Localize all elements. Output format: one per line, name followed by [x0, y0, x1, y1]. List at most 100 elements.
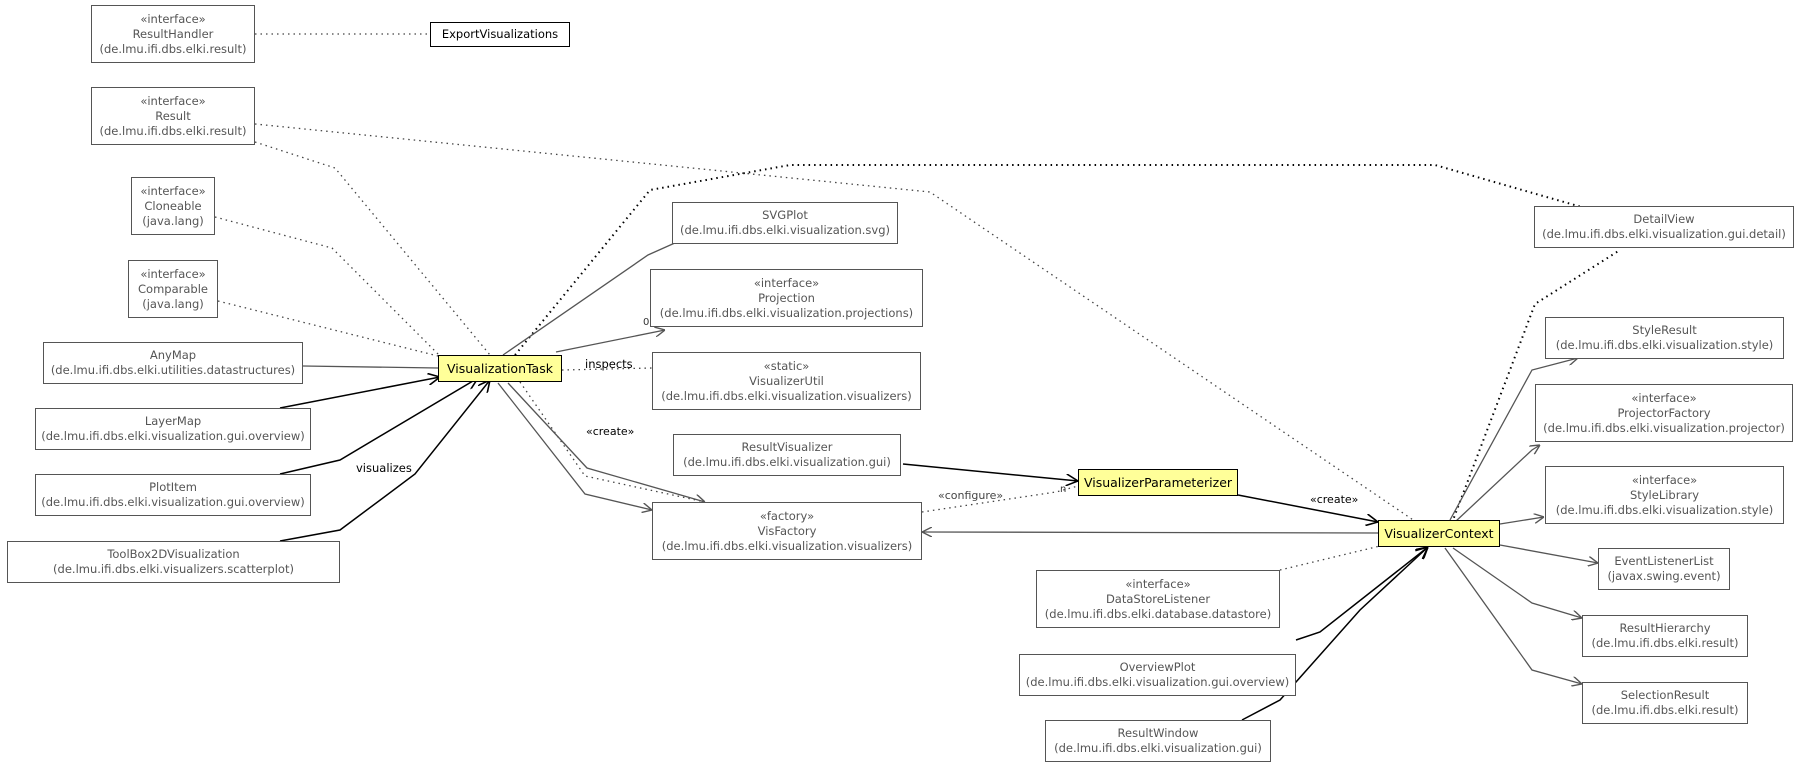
- edge-context-projectorfactory: [1454, 445, 1540, 523]
- class-name: DetailView: [1633, 212, 1695, 226]
- class-projection[interactable]: «interface» Projection (de.lmu.ifi.dbs.e…: [650, 269, 923, 327]
- class-resulthandler[interactable]: «interface» ResultHandler (de.lmu.ifi.db…: [91, 5, 255, 63]
- edge-datastore-context: [1279, 545, 1381, 571]
- class-overviewplot[interactable]: OverviewPlot (de.lmu.ifi.dbs.elki.visual…: [1019, 654, 1296, 696]
- package: (de.lmu.ifi.dbs.elki.visualizers.scatter…: [53, 562, 294, 576]
- package: (de.lmu.ifi.dbs.elki.visualization.gui): [683, 455, 891, 469]
- package: (de.lmu.ifi.dbs.elki.visualization.svg): [679, 223, 891, 237]
- class-name: DataStoreListener: [1105, 591, 1211, 606]
- class-name: VisFactory: [757, 523, 817, 538]
- class-detailview[interactable]: DetailView (de.lmu.ifi.dbs.elki.visualiz…: [1534, 206, 1794, 248]
- class-name: Projection: [758, 290, 815, 305]
- package: (de.lmu.ifi.dbs.elki.result): [99, 123, 247, 138]
- class-name: Result: [155, 108, 191, 123]
- class-plotitem[interactable]: PlotItem (de.lmu.ifi.dbs.elki.visualizat…: [35, 474, 311, 516]
- stereotype: «interface»: [753, 275, 820, 290]
- class-datastorelistener[interactable]: «interface» DataStoreListener (de.lmu.if…: [1036, 570, 1280, 628]
- stereotype: «factory»: [759, 508, 815, 523]
- class-name: VisualizationTask: [447, 361, 553, 376]
- edge-result-task: [254, 141, 491, 356]
- edge-task-projection: [555, 330, 665, 353]
- multiplicity-param: n: [1060, 484, 1067, 495]
- edge-context-resulthierarchy: [1452, 547, 1582, 618]
- package: (de.lmu.ifi.dbs.elki.result): [1591, 636, 1739, 650]
- class-visualizercontext[interactable]: VisualizerContext: [1378, 520, 1500, 547]
- class-resultwindow[interactable]: ResultWindow (de.lmu.ifi.dbs.elki.visual…: [1045, 720, 1271, 762]
- class-visfactory[interactable]: «factory» VisFactory (de.lmu.ifi.dbs.elk…: [652, 502, 922, 560]
- package: (de.lmu.ifi.dbs.elki.visualization.visua…: [661, 538, 913, 553]
- package: (de.lmu.ifi.dbs.elki.visualization.proje…: [659, 305, 914, 320]
- edge-layermap-task: [279, 377, 440, 409]
- class-layermap[interactable]: LayerMap (de.lmu.ifi.dbs.elki.visualizat…: [35, 408, 311, 450]
- class-visualizerparameterizer[interactable]: VisualizerParameterizer: [1078, 469, 1238, 496]
- class-name: SVGPlot: [762, 208, 808, 222]
- label-visualizes: visualizes: [356, 461, 412, 475]
- class-name: EventListenerList: [1614, 554, 1714, 568]
- class-name: ToolBox2DVisualization: [107, 547, 240, 561]
- class-name: ProjectorFactory: [1617, 405, 1711, 420]
- label-create-task: «create»: [586, 425, 635, 438]
- class-name: StyleResult: [1632, 323, 1697, 337]
- class-name: VisualizerContext: [1384, 526, 1494, 541]
- class-name: AnyMap: [149, 348, 197, 362]
- edge-plotitem-task: [279, 378, 478, 475]
- class-name: LayerMap: [144, 414, 202, 428]
- class-name: PlotItem: [149, 480, 197, 494]
- package: (de.lmu.ifi.dbs.elki.visualization.style…: [1555, 502, 1774, 517]
- class-name: ResultHierarchy: [1619, 621, 1711, 635]
- edge-task-visualizerutil: [561, 367, 653, 371]
- label-inspects: inspects: [585, 357, 633, 371]
- edge-cloneable-task: [214, 216, 441, 357]
- package: (de.lmu.ifi.dbs.elki.result): [1591, 703, 1739, 717]
- class-name: VisualizerParameterizer: [1083, 475, 1233, 490]
- class-name: Comparable: [138, 281, 208, 296]
- edge-overview-context: [1295, 547, 1428, 641]
- package: (de.lmu.ifi.dbs.elki.visualization.proje…: [1543, 420, 1785, 435]
- stereotype: «interface»: [1631, 390, 1697, 405]
- stereotype: «interface»: [140, 11, 206, 26]
- package: (de.lmu.ifi.dbs.elki.visualization.gui.d…: [1542, 227, 1786, 241]
- package: (de.lmu.ifi.dbs.elki.visualization.gui.o…: [41, 429, 305, 443]
- class-name: ExportVisualizations: [441, 27, 559, 41]
- package: (de.lmu.ifi.dbs.elki.utilities.datastruc…: [50, 363, 296, 377]
- edge-configure: [921, 485, 1079, 513]
- class-resulthierarchy[interactable]: ResultHierarchy (de.lmu.ifi.dbs.elki.res…: [1582, 615, 1748, 657]
- class-result[interactable]: «interface» Result (de.lmu.ifi.dbs.elki.…: [91, 87, 255, 145]
- class-exportvisualizations[interactable]: ExportVisualizations: [430, 22, 570, 47]
- multiplicity-projection: 0: [643, 317, 650, 328]
- stereotype: «interface»: [140, 266, 206, 281]
- stereotype: «interface»: [1125, 576, 1191, 591]
- class-stylelibrary[interactable]: «interface» StyleLibrary (de.lmu.ifi.dbs…: [1545, 466, 1784, 524]
- package: (de.lmu.ifi.dbs.elki.database.datastore): [1044, 606, 1272, 621]
- stereotype: «interface»: [1631, 472, 1698, 487]
- class-projectorfactory[interactable]: «interface» ProjectorFactory (de.lmu.ifi…: [1535, 384, 1793, 442]
- edge-anymap-task: [302, 365, 439, 369]
- class-comparable[interactable]: «interface» Comparable (java.lang): [128, 260, 218, 318]
- class-anymap[interactable]: AnyMap (de.lmu.ifi.dbs.elki.utilities.da…: [43, 342, 303, 384]
- class-visualizationtask[interactable]: VisualizationTask: [438, 355, 562, 382]
- package: (java.lang): [142, 296, 204, 311]
- class-resultvisualizer[interactable]: ResultVisualizer (de.lmu.ifi.dbs.elki.vi…: [673, 434, 901, 476]
- class-styleresult[interactable]: StyleResult (de.lmu.ifi.dbs.elki.visuali…: [1545, 317, 1784, 359]
- class-name: Cloneable: [144, 198, 202, 213]
- package: (de.lmu.ifi.dbs.elki.visualization.gui): [1054, 741, 1262, 755]
- class-eventlistenerlist[interactable]: EventListenerList (javax.swing.event): [1598, 548, 1730, 590]
- class-cloneable[interactable]: «interface» Cloneable (java.lang): [131, 177, 215, 235]
- class-toolbox2dvisualization[interactable]: ToolBox2DVisualization (de.lmu.ifi.dbs.e…: [7, 541, 340, 583]
- class-svgplot[interactable]: SVGPlot (de.lmu.ifi.dbs.elki.visualizati…: [672, 202, 898, 244]
- package: (de.lmu.ifi.dbs.elki.visualization.gui.o…: [41, 495, 305, 509]
- class-name: VisualizerUtil: [749, 373, 824, 388]
- edge-resultwindow-context: [1241, 547, 1428, 721]
- edge-context-styleresult: [1449, 358, 1578, 521]
- class-selectionresult[interactable]: SelectionResult (de.lmu.ifi.dbs.elki.res…: [1582, 682, 1748, 724]
- package: (java.lang): [142, 213, 204, 228]
- class-name: StyleLibrary: [1629, 487, 1700, 502]
- edge-resultvisualizer-param: [902, 463, 1078, 481]
- label-create-context: «create»: [1310, 493, 1359, 506]
- edge-task-visfactory: [507, 382, 705, 502]
- edge-context-selectionresult: [1444, 547, 1582, 684]
- package: (javax.swing.event): [1607, 569, 1721, 583]
- class-visualizerutil[interactable]: «static» VisualizerUtil (de.lmu.ifi.dbs.…: [652, 352, 921, 410]
- edge-toolbox-task: [279, 380, 490, 542]
